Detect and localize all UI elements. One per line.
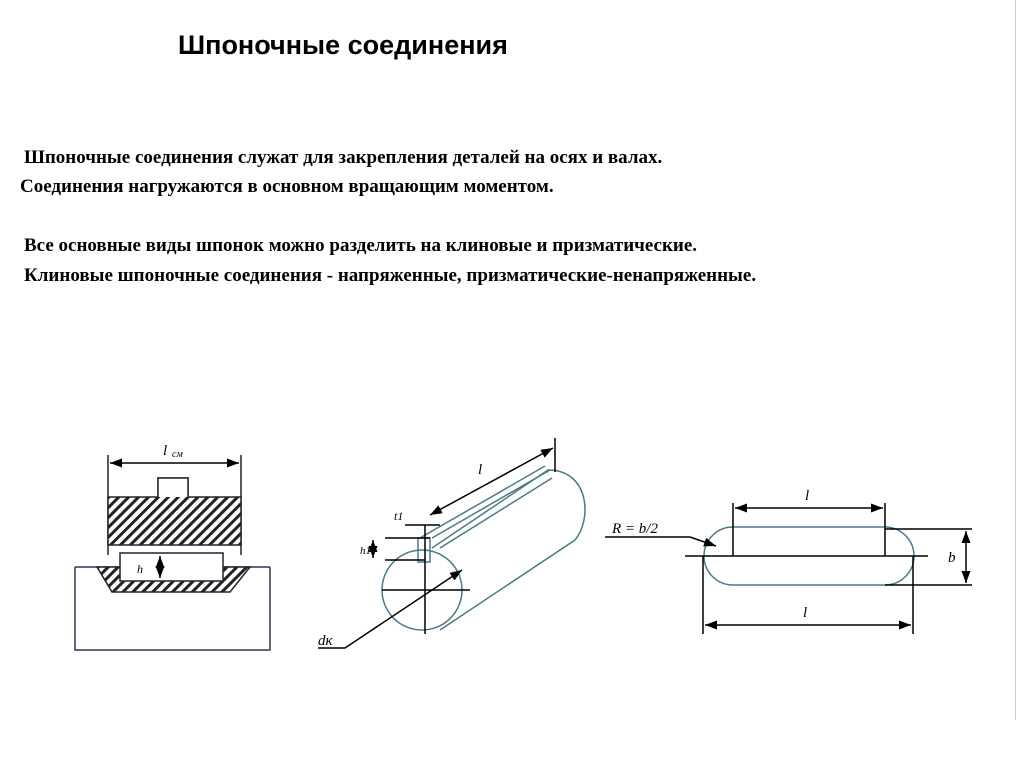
paragraph-3: Все основные виды шпонок можно разделить… (24, 235, 698, 256)
shaft-l-label: l (478, 462, 482, 478)
key-b-label: b (948, 550, 956, 566)
hub-section-figure (74, 455, 271, 651)
shaft-keyway-figure (318, 438, 586, 649)
paragraph-4: Клиновые шпоночные соединения - напряжен… (24, 265, 757, 286)
key-plan-figure (605, 503, 972, 634)
l-cm-subscript: см (172, 449, 183, 460)
radius-label: R = b/2 (611, 521, 658, 537)
key-l-top-label: l (805, 488, 809, 504)
slide-title: Шпоночные соединения (178, 30, 508, 60)
slide-edge-line (1015, 0, 1016, 720)
h1-label: h1 (360, 545, 371, 557)
paragraph-2: Соединения нагружаются в основном вращаю… (20, 176, 554, 197)
h-label: h (137, 562, 143, 576)
l-cm-label: l (163, 443, 167, 459)
t1-label: t1 (394, 509, 403, 523)
paragraph-1: Шпоночные соединения служат для закрепле… (24, 147, 663, 168)
key-l-bottom-label: l (803, 605, 807, 621)
dk-label: dк (318, 633, 334, 649)
